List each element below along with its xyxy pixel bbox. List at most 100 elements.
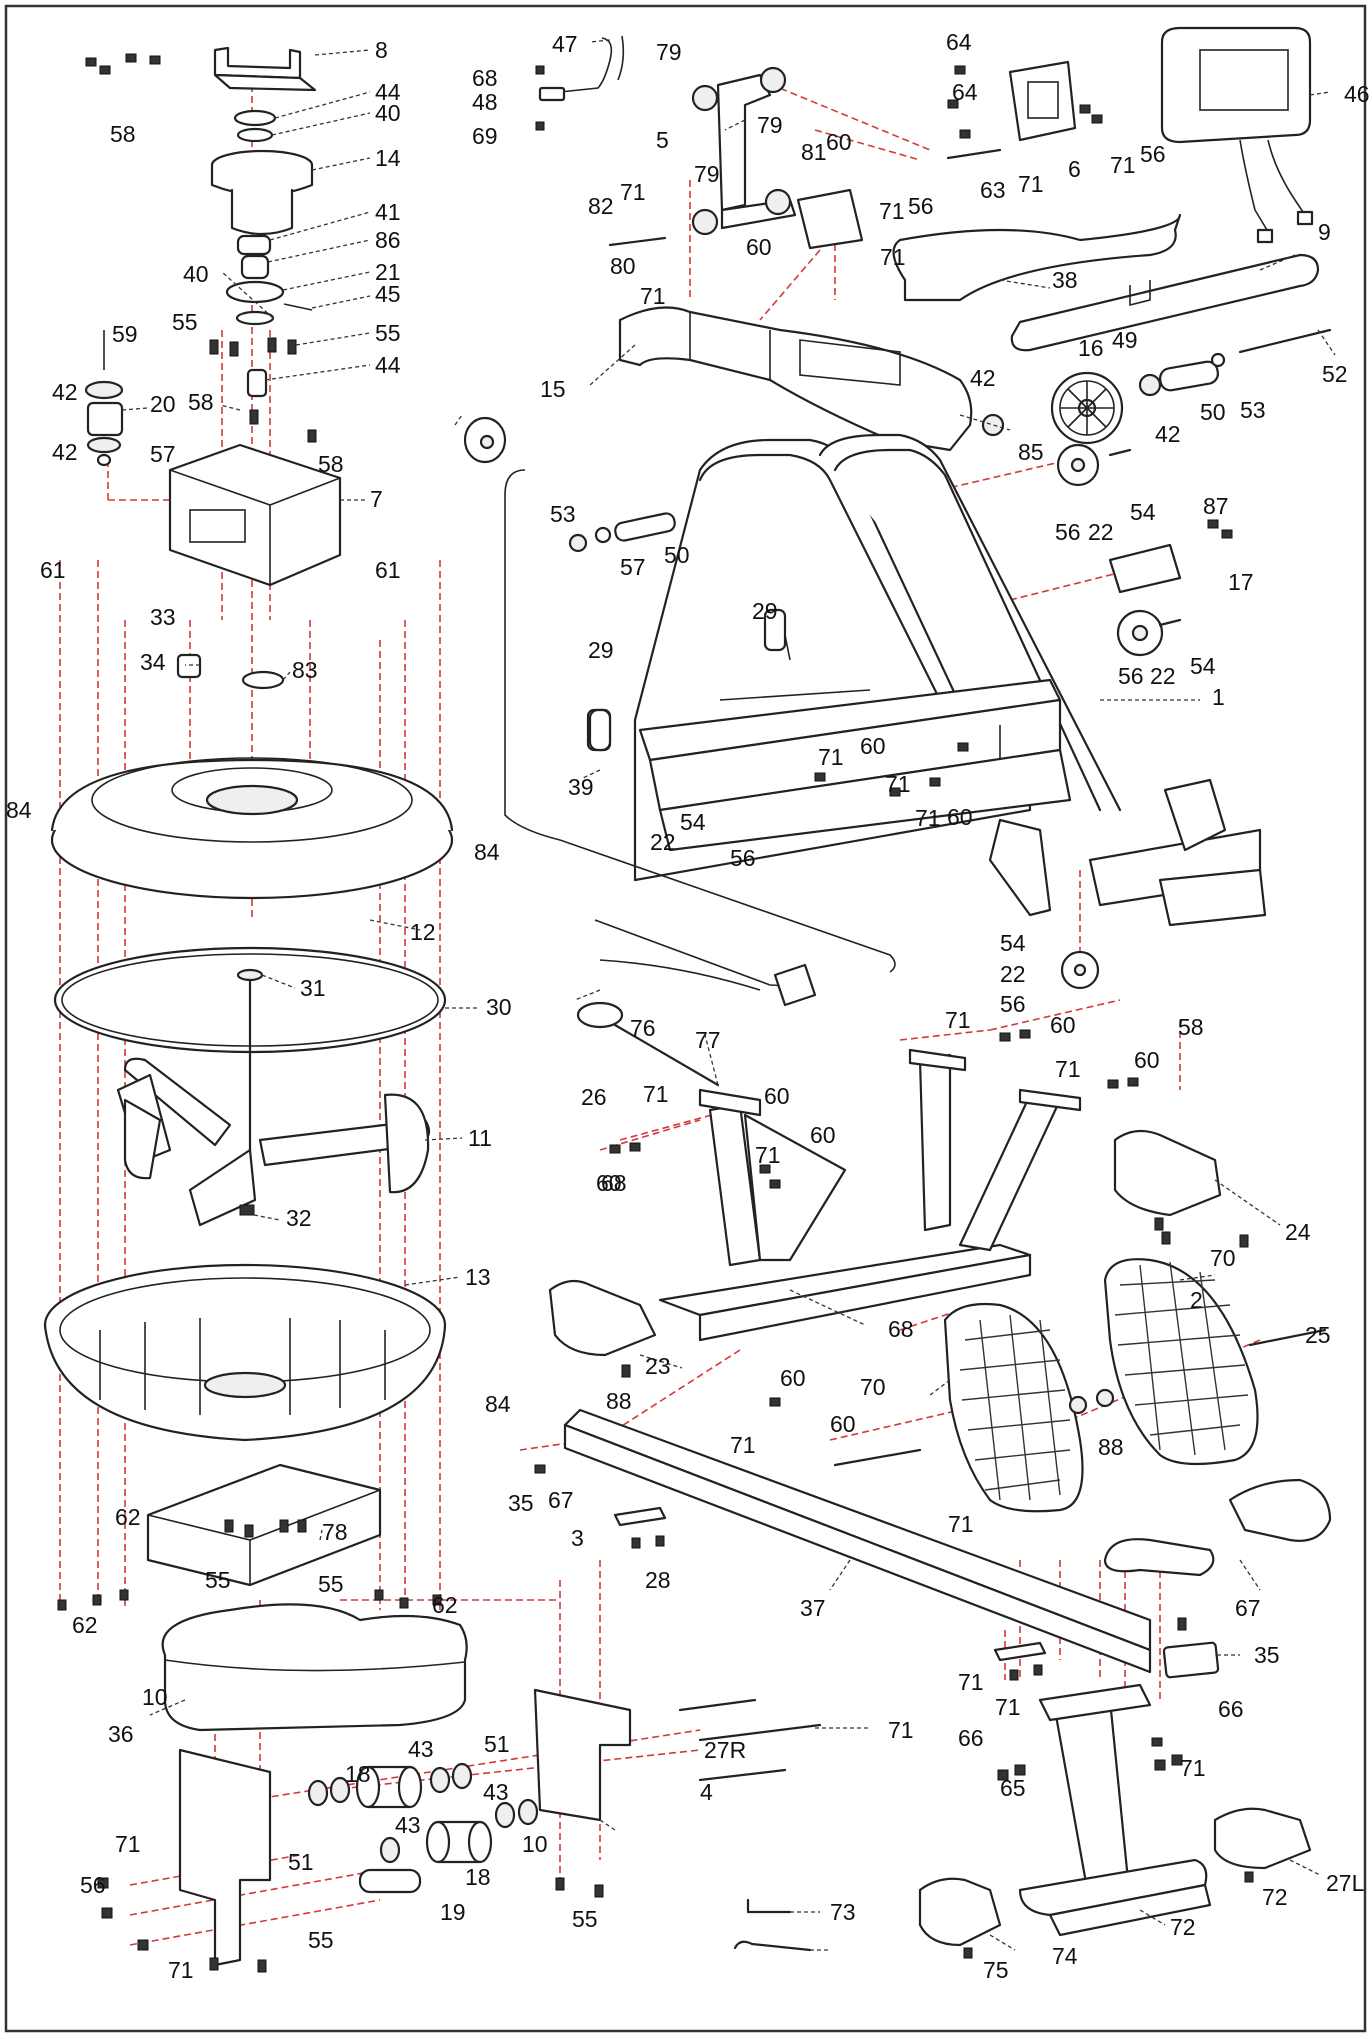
callout-label: 40 (375, 100, 401, 126)
callout-label: 71 (885, 771, 911, 797)
callout-label: 26 (581, 1084, 607, 1110)
callout-label: 60 (826, 129, 852, 155)
callout-label: 71 (995, 1694, 1021, 1720)
callout-label: 17 (1228, 569, 1254, 595)
callout-label: 68 (601, 1170, 627, 1196)
callout-label: 58 (318, 451, 344, 477)
callout-label: 71 (888, 1717, 914, 1743)
callout-label: 63 (980, 177, 1006, 203)
callout-label: 60 (596, 1170, 622, 1196)
part-mast-5-art (716, 73, 772, 212)
callout-label: 54 (1190, 653, 1216, 679)
callout-label: 68 (472, 65, 498, 91)
callout-label: 12 (410, 919, 436, 945)
callout-label: 61 (375, 557, 401, 583)
callout-label: 56 (80, 1872, 106, 1898)
callout-label: 72 (1170, 1914, 1196, 1940)
callout-label: 9 (1318, 219, 1331, 245)
callout-label: 14 (375, 145, 401, 171)
callout-label: 70 (860, 1374, 886, 1400)
callout-label: 71 (640, 283, 666, 309)
part-bracket-8-art (213, 46, 302, 80)
callout-label: 10 (522, 1831, 548, 1857)
callout-label: 60 (830, 1411, 856, 1437)
callout-label: 55 (205, 1567, 231, 1593)
callout-label: 28 (645, 1567, 671, 1593)
callout-label: 71 (945, 1007, 971, 1033)
callout-label: 71 (1110, 152, 1136, 178)
part-handlebar-9-art (1010, 253, 1320, 352)
callout-label: 66 (1218, 1696, 1244, 1722)
part-bracket-17-art (1108, 543, 1182, 594)
callout-label: 64 (946, 29, 972, 55)
callout-label: 47 (552, 31, 578, 57)
part-rollers-18-art (307, 1762, 539, 1864)
callout-label: 1 (1212, 684, 1225, 710)
frame-border (4, 4, 1367, 2033)
part-bracket-7-art (168, 443, 342, 587)
callout-label: 31 (300, 975, 326, 1001)
callout-label: 76 (630, 1015, 656, 1041)
callout-label: 18 (345, 1761, 371, 1787)
callout-label: 71 (958, 1669, 984, 1695)
callout-label: 55 (308, 1927, 334, 1953)
callout-label: 29 (752, 598, 778, 624)
callout-label: 78 (322, 1519, 348, 1545)
callout-label: 38 (1052, 267, 1078, 293)
callout-label: 62 (432, 1592, 458, 1618)
callout-label: 71 (168, 1957, 194, 1983)
callout-label: 60 (860, 733, 886, 759)
callout-label: 22 (1000, 961, 1026, 987)
callout-label: 88 (606, 1388, 632, 1414)
callout-label: 71 (948, 1511, 974, 1537)
callout-label: 44 (375, 79, 401, 105)
part-pedal-23-art (943, 1302, 1084, 1513)
callout-label: 55 (572, 1906, 598, 1932)
callout-label: 60 (810, 1122, 836, 1148)
callout-label: 22 (650, 829, 676, 855)
callout-label: 49 (1112, 327, 1138, 353)
callout-label: 25 (1305, 1322, 1331, 1348)
callout-label: 42 (52, 439, 78, 465)
callout-label: 10 (142, 1684, 168, 1710)
callout-label: 60 (1134, 1047, 1160, 1073)
callout-label: 6 (1068, 156, 1081, 182)
callout-label: 68 (888, 1316, 914, 1342)
callout-label: 55 (318, 1571, 344, 1597)
callout-label: 8 (375, 37, 388, 63)
callout-label: 87 (1203, 493, 1229, 519)
part-pedal-24-art (1103, 1258, 1259, 1466)
callout-label: 84 (6, 797, 32, 823)
callout-label: 56 (1000, 991, 1026, 1017)
callout-label: 82 (588, 193, 614, 219)
callout-label: 75 (983, 1957, 1009, 1983)
callout-label: 42 (52, 379, 78, 405)
callout-label: 79 (757, 112, 783, 138)
part-plate-10-left-art (178, 1748, 272, 1967)
part-stabilizer-4-art (1018, 1683, 1212, 1937)
callout-label: 3 (571, 1525, 584, 1551)
callout-label: 72 (1262, 1884, 1288, 1910)
callout-label: 35 (508, 1490, 534, 1516)
callout-label: 58 (188, 389, 214, 415)
callout-label: 60 (780, 1365, 806, 1391)
callout-label: 59 (112, 321, 138, 347)
callout-label: 84 (474, 839, 500, 865)
callout-label: 70 (1210, 1245, 1236, 1271)
callout-label: 50 (1200, 399, 1226, 425)
callout-label: 54 (680, 809, 706, 835)
callout-label: 64 (952, 79, 978, 105)
leader-lines (121, 39, 1336, 1951)
parts-art (43, 26, 1332, 1973)
callout-label: 37 (800, 1595, 826, 1621)
callout-label: 29 (588, 637, 614, 663)
part-plate-10-right-art (533, 1688, 632, 1822)
part-stabilizer-2-art (658, 1048, 1082, 1342)
callout-label: 80 (610, 253, 636, 279)
part-handle-38-art (892, 213, 1182, 302)
callout-label: 84 (485, 1391, 511, 1417)
callout-label: 32 (286, 1205, 312, 1231)
callout-label: 52 (1322, 361, 1348, 387)
